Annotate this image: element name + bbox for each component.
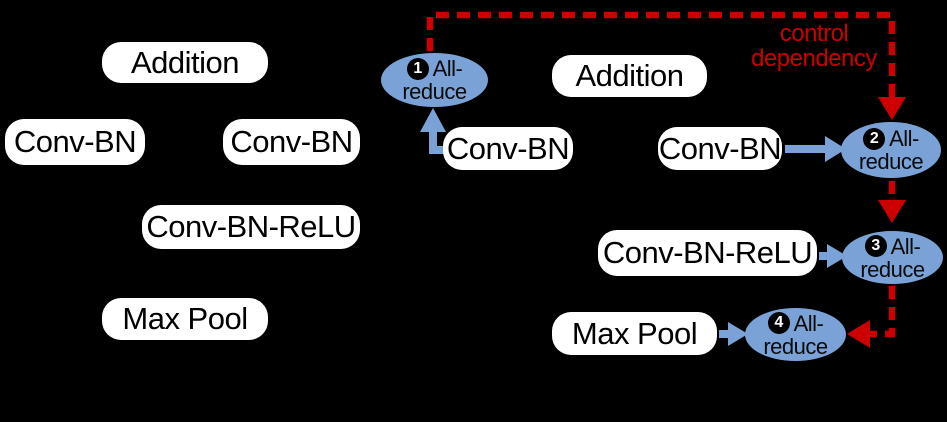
control-dependency-label: control dependency [738,21,890,71]
allreduce-2-number-badge: 2 [863,127,886,150]
allreduce-4-line1: 4 All- [767,310,824,336]
allreduce-1-node: 1 All- reduce [381,53,488,107]
allreduce-1-line2: reduce [402,79,467,104]
left-addition-node: Addition [102,42,268,83]
allreduce-4-label: All- [793,310,824,336]
allreduce-4-node: 4 All- reduce [745,308,846,361]
control-dependency-label-line1: control [779,20,849,47]
blue-arrow-maxpool-to-allreduce4 [719,322,748,346]
allreduce-4-line2: reduce [763,333,828,359]
allreduce-3-line2: reduce [860,256,925,282]
allreduce-2-line2: reduce [858,149,924,174]
allreduce-2-line1: 2 All- [863,127,919,150]
control-dependency-arrow-2-to-3 [878,181,906,223]
control-dependency-label-line2: dependency [751,45,877,72]
allreduce-1-line1: 1 All- [406,56,463,81]
left-conv-bn-relu-node: Conv-BN-ReLU [142,205,360,249]
allreduce-2-node: 2 All- reduce [841,122,941,178]
left-conv-bn-right-node: Conv-BN [223,119,360,165]
allreduce-3-label: All- [890,233,921,259]
allreduce-1-label: All- [432,56,463,81]
blue-arrow-convbn-to-allreduce2 [785,136,846,162]
right-conv-bn-right-node: Conv-BN [658,127,782,170]
right-max-pool-node: Max Pool [552,312,717,355]
allreduce-4-number-badge: 4 [767,312,790,334]
allreduce-1-number-badge: 1 [406,57,429,80]
left-conv-bn-left-node: Conv-BN [5,119,145,165]
right-conv-bn-relu-node: Conv-BN-ReLU [598,230,817,276]
control-dependency-arrow-3-to-4 [847,286,896,348]
left-max-pool-node: Max Pool [102,298,268,340]
allreduce-3-number-badge: 3 [864,235,887,257]
right-conv-bn-left-node: Conv-BN [443,127,573,170]
allreduce-2-label: All- [889,126,919,151]
right-addition-node: Addition [552,55,707,97]
allreduce-3-line1: 3 All- [864,233,921,259]
allreduce-3-node: 3 All- reduce [842,231,943,284]
